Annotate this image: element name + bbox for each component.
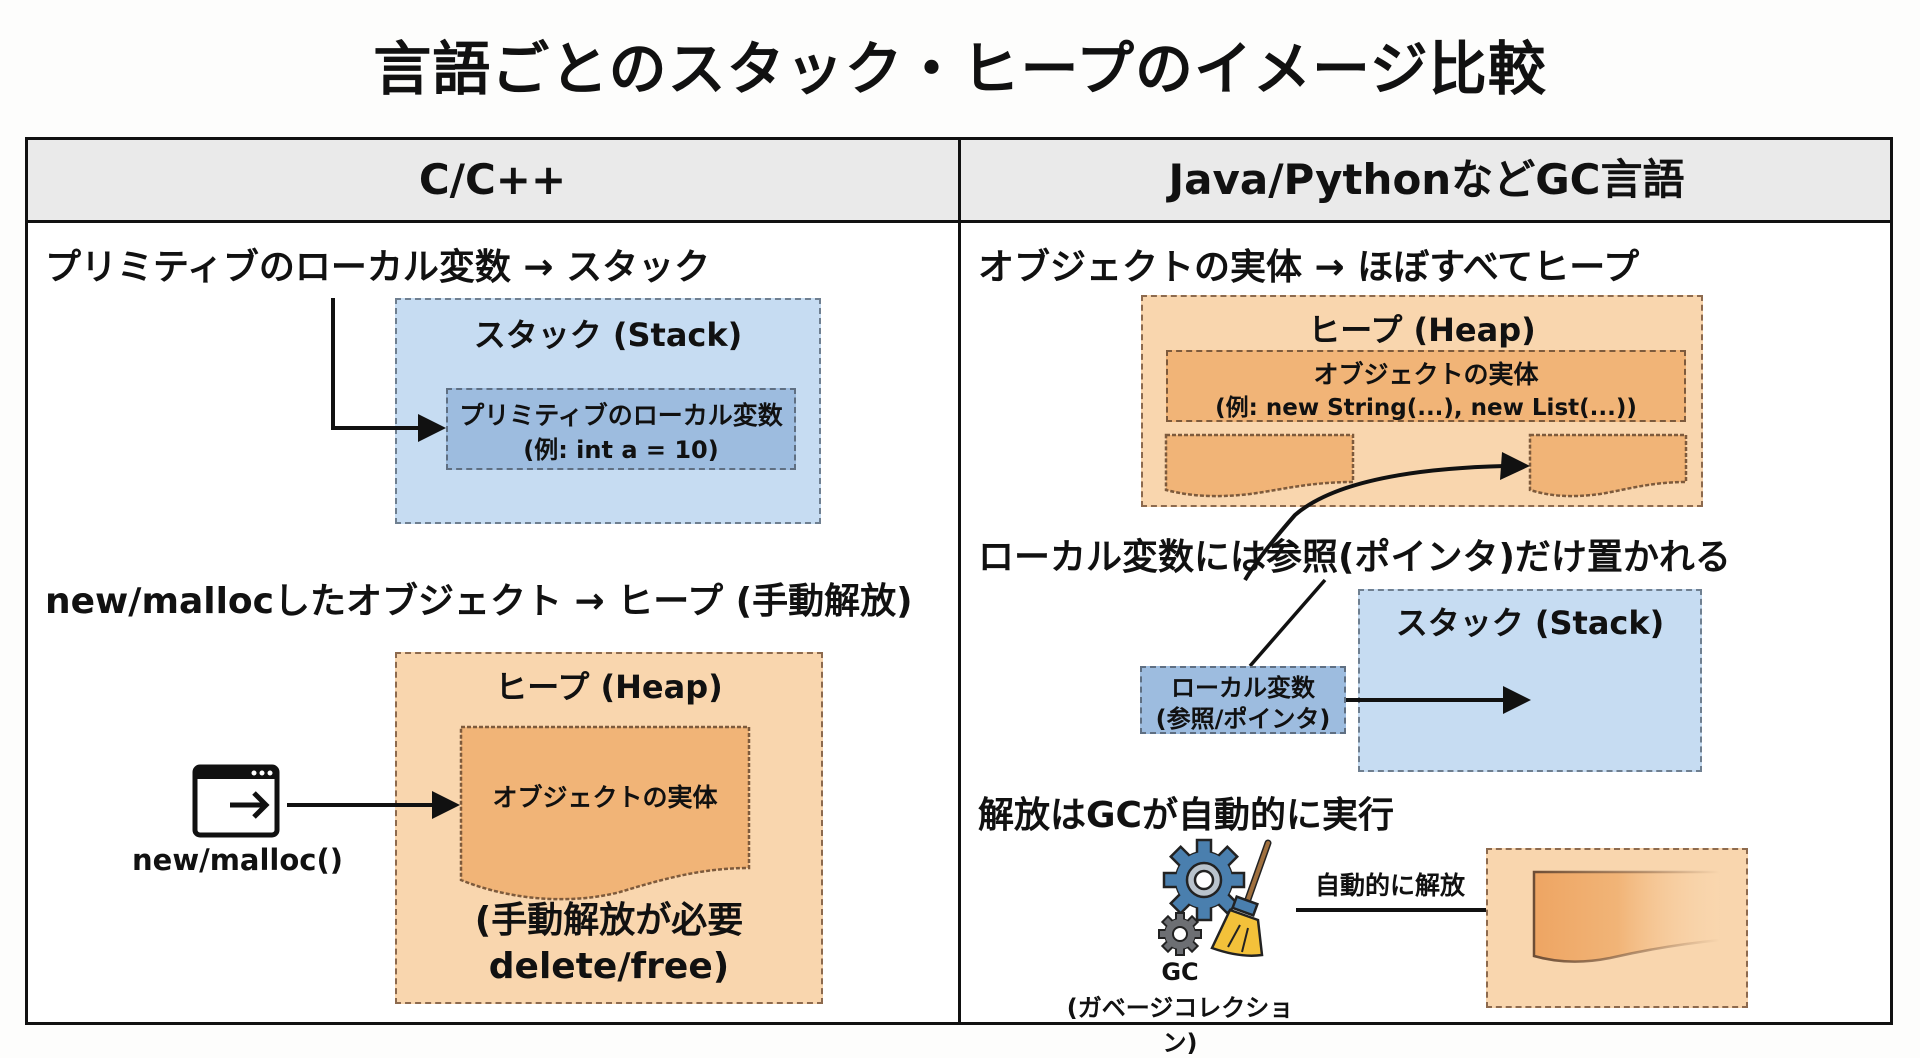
left-section2-heading: new/mallocしたオブジェクト → ヒープ (手動解放) xyxy=(45,581,913,622)
primitive-variable-label: プリミティブのローカル変数 xyxy=(459,401,783,430)
left-section1-heading: プリミティブのローカル変数 → スタック xyxy=(45,247,711,288)
local-variable-reference-box xyxy=(1140,666,1346,734)
heap-label: ヒープ (Heap) xyxy=(495,668,723,706)
gc-stack-box xyxy=(1358,589,1702,772)
gc-sublabel: (ガベージコレクション) xyxy=(1066,994,1294,1057)
fading-object-shape xyxy=(1532,870,1722,963)
stack-label: スタック (Stack) xyxy=(473,316,743,354)
gc-heap-label: ヒープ (Heap) xyxy=(1308,311,1536,349)
gc-object-entity-example: (例: new String(...), new List(...)) xyxy=(1215,395,1637,421)
right-section1-heading: オブジェクトの実体 → ほぼすべてヒープ xyxy=(978,247,1640,288)
malloc-to-heap-arrow xyxy=(287,791,460,819)
new-malloc-caption: new/malloc() xyxy=(132,843,343,877)
small-gear-icon xyxy=(1158,912,1202,956)
small-object-right xyxy=(1528,433,1688,498)
primitive-variable-example: (例: int a = 10) xyxy=(523,436,719,464)
gear-broom-icon xyxy=(1158,838,1272,957)
small-object-left xyxy=(1164,433,1355,498)
page-title: 言語ごとのスタック・ヒープのイメージ比較 xyxy=(373,35,1547,103)
right-section2-heading: ローカル変数には参照(ポインタ)だけ置かれる xyxy=(978,537,1731,578)
manual-free-note-line1: (手動解放が必要 xyxy=(474,900,744,941)
gc-label: GC xyxy=(1161,958,1199,986)
column-header-c-cpp: C/C++ xyxy=(418,155,567,204)
gc-object-entity-label: オブジェクトの実体 xyxy=(1313,360,1539,389)
small-object-shapes xyxy=(1164,433,1688,498)
column-header-gc-languages: Java/PythonなどGC言語 xyxy=(1168,155,1685,204)
object-entity-label: オブジェクトの実体 xyxy=(492,783,718,812)
program-window-icon xyxy=(192,764,280,838)
primitive-to-stack-arrow xyxy=(331,298,446,442)
gc-object-entity-box xyxy=(1166,350,1686,422)
reference-to-stack-arrow xyxy=(1346,686,1531,714)
local-variable-pointer-label: (参照/ポインタ) xyxy=(1155,705,1331,733)
column-divider xyxy=(958,137,961,1025)
right-section3-heading: 解放はGCが自動的に実行 xyxy=(978,795,1394,836)
manual-free-note-line2: delete/free) xyxy=(488,946,730,987)
reference-pointer-arrow xyxy=(1243,452,1530,668)
auto-free-label: 自動的に解放 xyxy=(1314,871,1465,900)
object-entity-shape xyxy=(459,725,751,901)
gc-stack-label: スタック (Stack) xyxy=(1395,604,1665,642)
large-gear-icon xyxy=(1162,838,1246,922)
local-variable-label: ローカル変数 xyxy=(1171,674,1315,702)
broom-icon xyxy=(1210,839,1272,957)
primitive-variable-box xyxy=(446,388,796,470)
